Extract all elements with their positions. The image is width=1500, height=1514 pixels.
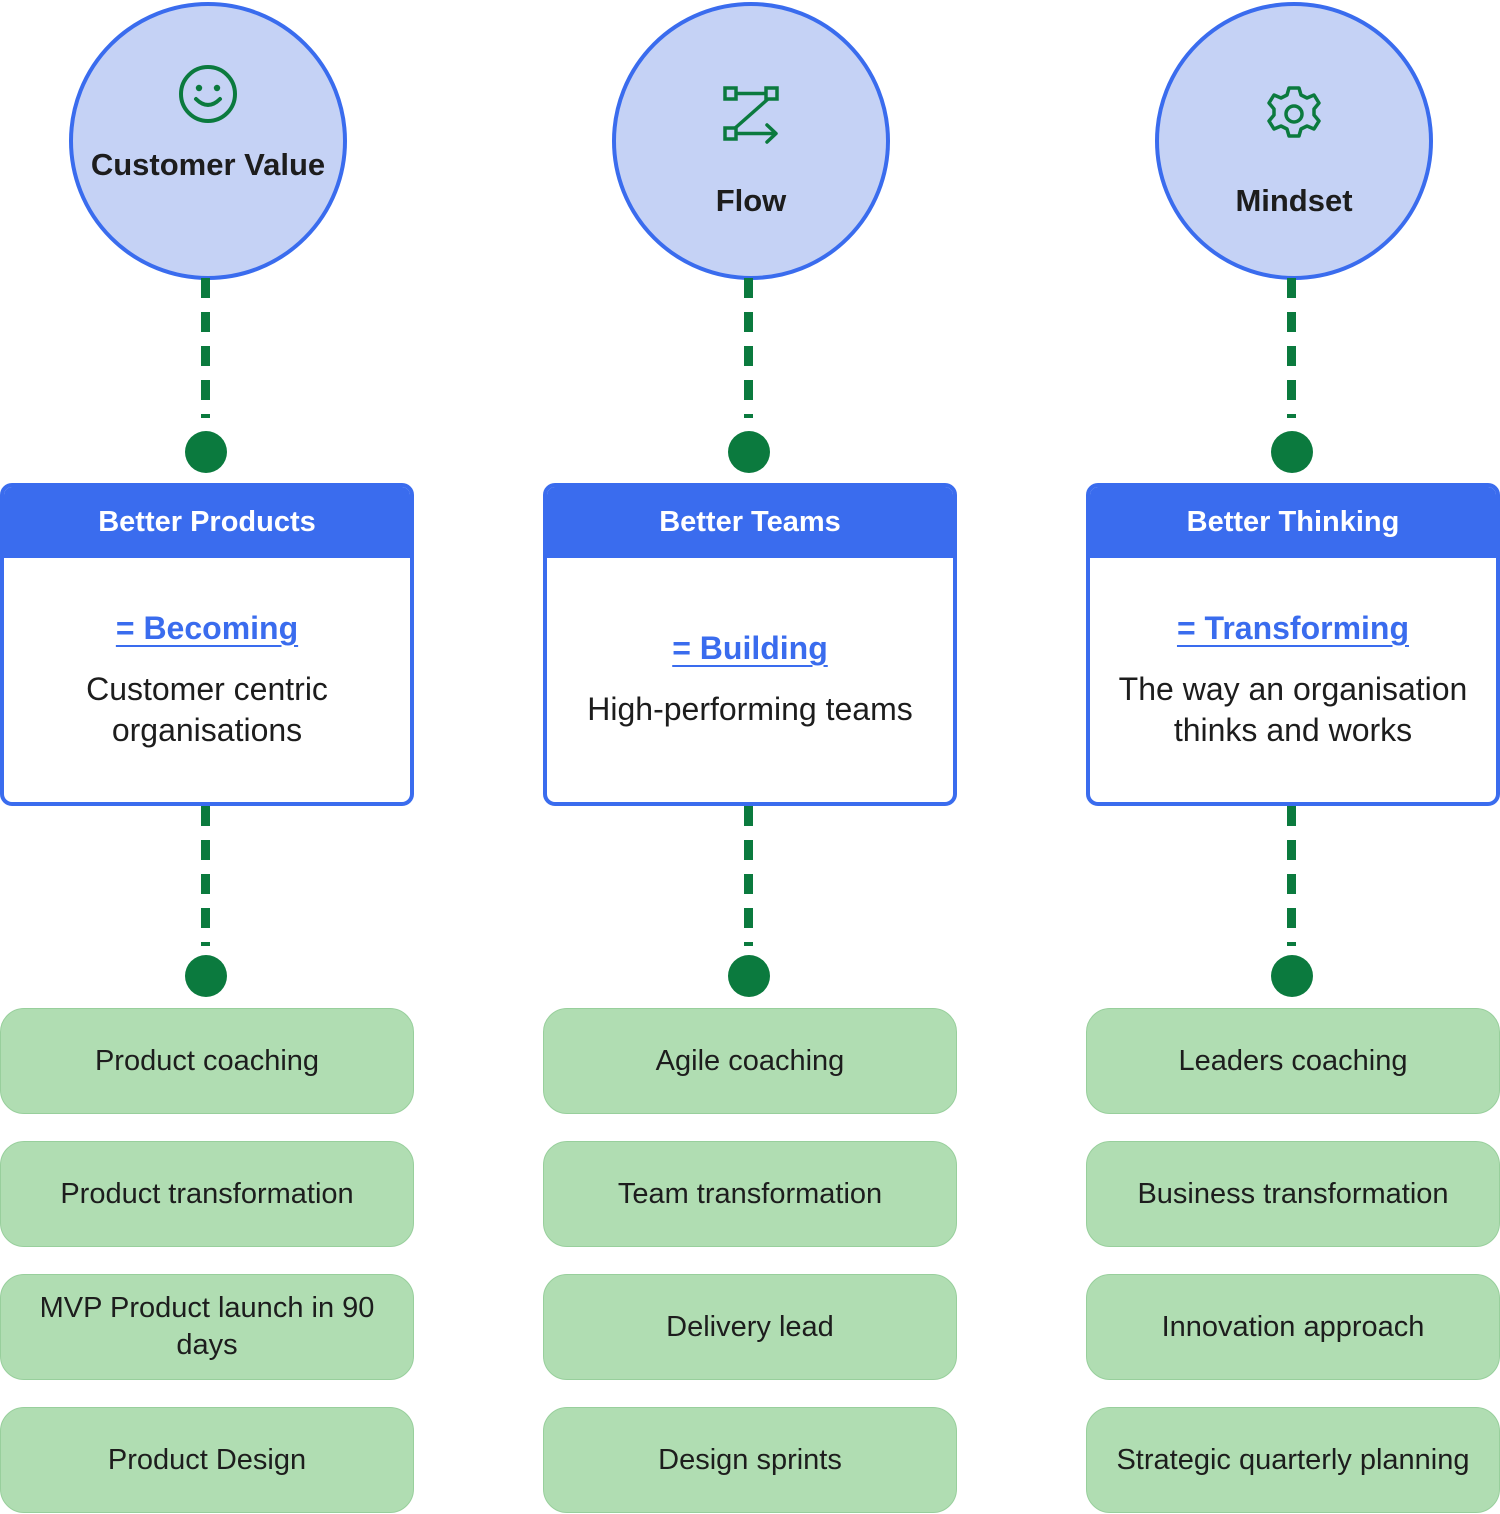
card-header: Better Teams xyxy=(547,487,953,558)
dashed-connector xyxy=(744,278,753,418)
card-emphasis-link[interactable]: = Building xyxy=(672,630,828,666)
dashed-connector xyxy=(744,806,753,946)
pillar-circle: Mindset xyxy=(1155,2,1433,280)
card-header: Better Thinking xyxy=(1090,487,1496,558)
pillar-label: Mindset xyxy=(1235,183,1353,218)
dashed-connector xyxy=(201,278,210,418)
outcome-card: Better Products = Becoming Customer cent… xyxy=(0,483,414,806)
connector-dot xyxy=(728,431,770,473)
pillar-circle: Customer Value xyxy=(69,2,347,280)
service-item: Leaders coaching xyxy=(1086,1008,1500,1114)
connector-dot xyxy=(185,955,227,997)
card-description: Customer centric organisations xyxy=(86,670,328,748)
outcome-card: Better Thinking = Transforming The way a… xyxy=(1086,483,1500,806)
service-item: Product Design xyxy=(0,1407,414,1513)
card-body: = Building High-performing teams xyxy=(547,558,953,802)
service-item: Agile coaching xyxy=(543,1008,957,1114)
card-body: = Transforming The way an organisation t… xyxy=(1090,558,1496,802)
card-body: = Becoming Customer centric organisation… xyxy=(4,558,410,802)
service-item: Design sprints xyxy=(543,1407,957,1513)
pillar-circle: Flow xyxy=(612,2,890,280)
card-header: Better Products xyxy=(4,487,410,558)
pillar-flow: Flow Better Teams = Building High-perfor… xyxy=(543,0,957,1514)
dashed-connector xyxy=(201,806,210,946)
card-description: High-performing teams xyxy=(587,691,913,727)
pillar-label: Flow xyxy=(715,183,787,218)
smiley-face-icon xyxy=(179,65,237,123)
pillar-customer-value: Customer Value Better Products = Becomin… xyxy=(0,0,414,1514)
card-emphasis-link[interactable]: = Becoming xyxy=(115,609,299,646)
service-item: Business transformation xyxy=(1086,1141,1500,1247)
connector-dot xyxy=(185,431,227,473)
dashed-connector xyxy=(1287,278,1296,418)
outcome-card: Better Teams = Building High-performing … xyxy=(543,483,957,806)
service-item: Team transformation xyxy=(543,1141,957,1247)
service-item: Delivery lead xyxy=(543,1274,957,1380)
service-item: MVP Product launch in 90 days xyxy=(0,1274,414,1380)
pillar-label: Customer Value xyxy=(90,147,326,182)
service-item: Product transformation xyxy=(0,1141,414,1247)
service-item: Strategic quarterly planning xyxy=(1086,1407,1500,1513)
flow-path-icon xyxy=(723,86,779,144)
connector-dot xyxy=(728,955,770,997)
card-emphasis-link[interactable]: = Transforming xyxy=(1176,609,1410,646)
connector-dot xyxy=(1271,431,1313,473)
dashed-connector xyxy=(1287,806,1296,946)
card-description: The way an organisation thinks and works xyxy=(1118,670,1468,748)
connector-dot xyxy=(1271,955,1313,997)
service-item: Innovation approach xyxy=(1086,1274,1500,1380)
gear-icon xyxy=(1267,86,1321,138)
service-item: Product coaching xyxy=(0,1008,414,1114)
pillar-mindset: Mindset Better Thinking = Transforming T… xyxy=(1086,0,1500,1514)
